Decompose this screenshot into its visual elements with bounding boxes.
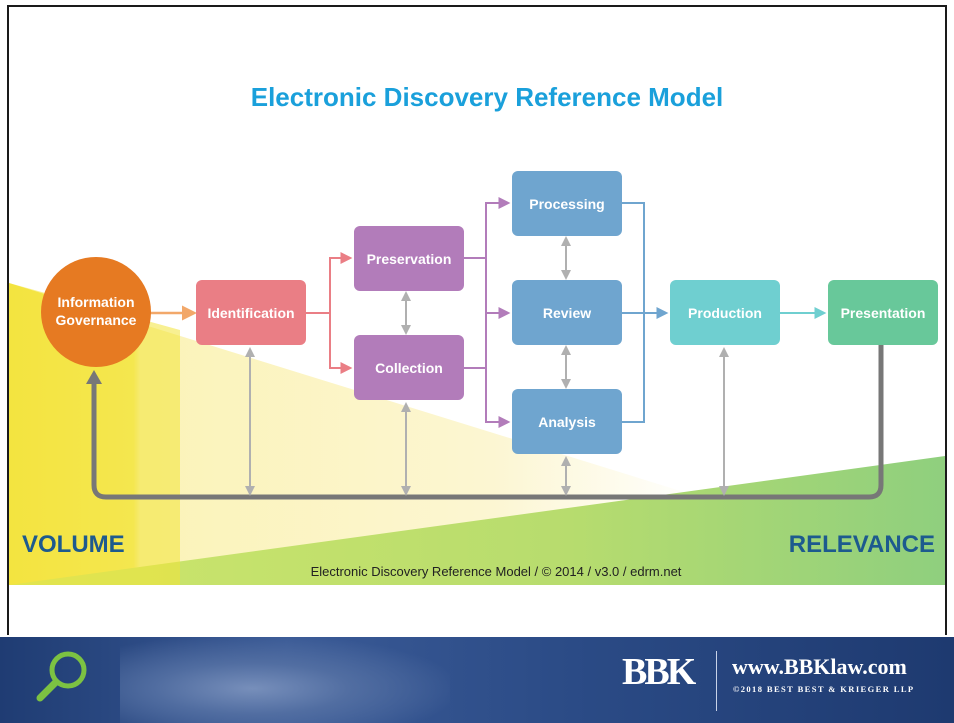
footer-url[interactable]: www.BBKlaw.com — [732, 654, 907, 679]
feedback-loop — [91, 345, 884, 500]
production-label: Production — [688, 305, 762, 321]
to-analysis-arrow — [485, 313, 511, 428]
processing-label: Processing — [529, 196, 604, 212]
bbk-logo: BBK — [622, 651, 696, 693]
processing-node — [512, 171, 622, 236]
relevance-label: RELEVANCE — [789, 531, 935, 558]
presentation-node — [828, 280, 938, 345]
review-label: Review — [543, 305, 591, 321]
search-icon[interactable] — [34, 646, 94, 706]
volume-wedge — [9, 283, 700, 585]
collection-node — [354, 335, 464, 400]
identification-node — [196, 280, 306, 345]
footer-banner — [0, 637, 954, 723]
credit-line: Electronic Discovery Reference Model / ©… — [311, 564, 682, 579]
diagram-title: Electronic Discovery Reference Model — [251, 82, 724, 112]
collection-label: Collection — [375, 360, 443, 376]
preservation-node — [354, 226, 464, 291]
relevance-wedge — [9, 456, 945, 585]
presentation-label: Presentation — [841, 305, 926, 321]
information-governance-label-1: Information — [58, 294, 135, 310]
preservation-label: Preservation — [367, 251, 452, 267]
footer-copyright: ©2018 BEST BEST & KRIEGER LLP — [733, 684, 915, 694]
production-node — [670, 280, 780, 345]
pc-bracket — [464, 257, 487, 369]
identification-label: Identification — [207, 305, 294, 321]
information-governance-node — [41, 257, 151, 367]
logo-divider — [716, 651, 717, 711]
information-governance-label-2: Governance — [56, 312, 137, 328]
handshake-photo — [120, 637, 450, 723]
review-node — [512, 280, 622, 345]
feedback-arrowhead — [86, 370, 102, 384]
identification-to-collection-arrow — [329, 313, 353, 374]
to-processing-arrow — [485, 197, 511, 313]
analysis-label: Analysis — [538, 414, 596, 430]
analysis-node — [512, 389, 622, 454]
identification-to-preservation-arrow — [306, 252, 353, 314]
volume-label: VOLUME — [22, 531, 125, 558]
